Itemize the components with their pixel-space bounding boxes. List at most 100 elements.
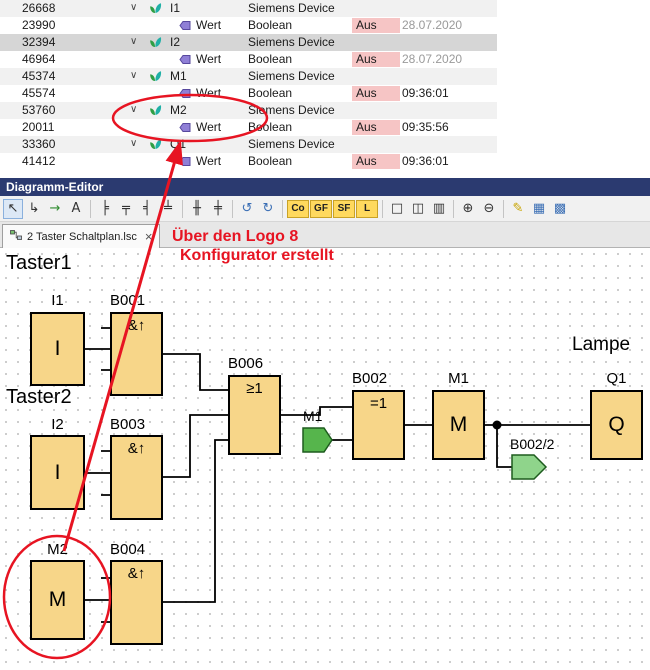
snap-grid-tool[interactable]: ▩ — [553, 201, 567, 216]
toolbar-separator — [503, 199, 504, 218]
device-icon — [149, 36, 162, 52]
grid-tool[interactable]: ▦ — [532, 201, 546, 216]
block-b003-symbol: &↑ — [127, 440, 146, 457]
basic-functions-catalog-button[interactable]: GF — [310, 199, 332, 218]
block-m1-symbol: M — [449, 413, 468, 436]
diagram-file-icon — [10, 229, 22, 244]
zoom-in-button[interactable]: ⊕ — [462, 201, 474, 216]
expand-chevron-icon[interactable]: ∨ — [130, 104, 138, 115]
block-label-b001: B001 — [110, 292, 146, 309]
block-label-b002: B002 — [352, 370, 388, 387]
block-b001[interactable]: &↑ — [110, 312, 163, 396]
window-split-3-button[interactable]: ▥ — [432, 201, 446, 216]
align-right-tool[interactable]: ╡ — [143, 201, 151, 216]
connector-ref-b002-arrow[interactable] — [511, 454, 548, 480]
block-label-m1: M1 — [448, 370, 469, 387]
distribute-horizontal-tool[interactable]: ╫ — [193, 201, 201, 216]
block-b002[interactable]: =1 — [352, 390, 405, 460]
tab-schaltplan[interactable]: 2 Taster Schaltplan.lsc × — [2, 224, 161, 248]
label-taster1: Taster1 — [6, 252, 72, 274]
row-id: 23990 — [22, 18, 56, 32]
constants-catalog-button[interactable]: Co — [287, 199, 309, 218]
connection-layer — [85, 327, 590, 623]
status-badge: Aus — [352, 120, 400, 135]
value-icon — [179, 20, 191, 35]
block-b001-symbol: &↑ — [127, 317, 146, 334]
row-name: M2 — [170, 103, 187, 117]
toolbar-separator — [182, 199, 183, 218]
zoom-out-button[interactable]: ⊖ — [483, 201, 495, 216]
connect-tool[interactable]: ↳ — [28, 201, 40, 216]
block-i2-symbol: I — [54, 460, 61, 484]
select-tool[interactable]: ↖ — [3, 198, 23, 219]
logic-catalog-button[interactable]: L — [356, 199, 378, 218]
window-split-2-button[interactable]: ◫ — [411, 201, 425, 216]
row-name: Wert — [196, 154, 222, 168]
block-b006-symbol: ≥1 — [246, 380, 263, 397]
block-m1[interactable]: M — [432, 390, 485, 460]
row-type: Boolean — [248, 18, 293, 32]
block-label-i1: I1 — [51, 292, 64, 309]
tab-close-icon[interactable]: × — [144, 229, 153, 244]
distribute-vertical-tool[interactable]: ╪ — [214, 201, 222, 216]
label-taster2: Taster2 — [6, 386, 72, 408]
value-icon — [179, 156, 191, 171]
redo-button[interactable]: ↻ — [262, 201, 274, 216]
diagram-canvas[interactable]: Taster1 Taster2 Lampe M1 B002/2 I1 B001 … — [0, 248, 650, 670]
value-icon — [179, 54, 191, 69]
block-i1-symbol: I — [54, 337, 61, 360]
block-label-i2: I2 — [51, 416, 64, 433]
value-icon — [179, 88, 191, 103]
block-q1[interactable]: Q — [590, 390, 643, 460]
connector-flag-m1[interactable] — [302, 427, 333, 453]
expand-chevron-icon[interactable]: ∨ — [130, 138, 138, 149]
pen-tool[interactable]: ✎ — [512, 201, 524, 216]
align-top-tool[interactable]: ╤ — [122, 201, 130, 216]
row-id: 45574 — [22, 86, 56, 100]
block-label-b004: B004 — [110, 541, 146, 558]
block-b003[interactable]: &↑ — [110, 435, 163, 520]
block-b004-symbol: &↑ — [127, 565, 146, 582]
block-i1[interactable]: I — [30, 312, 85, 386]
row-type: Boolean — [248, 120, 293, 134]
row-id: 33360 — [22, 137, 56, 151]
wire-b006-b002 — [281, 406, 352, 416]
text-tool[interactable]: A — [71, 201, 81, 216]
row-timestamp: 09:35:56 — [402, 120, 449, 134]
toolbar-separator — [282, 199, 283, 218]
block-label-b003: B003 — [110, 416, 146, 433]
window-single-button[interactable]: □ — [390, 201, 404, 216]
row-type: Siemens Device — [248, 69, 335, 83]
row-type: Siemens Device — [248, 35, 335, 49]
special-functions-catalog-button[interactable]: SF — [333, 199, 355, 218]
block-i2[interactable]: I — [30, 435, 85, 510]
connector-arrow-tool[interactable]: → — [49, 201, 61, 216]
block-b006[interactable]: ≥1 — [228, 375, 281, 455]
align-bottom-tool[interactable]: ╧ — [164, 201, 172, 216]
tab-label: 2 Taster Schaltplan.lsc — [27, 230, 137, 243]
row-type: Boolean — [248, 154, 293, 168]
wire-b004-b006 — [163, 439, 228, 603]
label-lampe: Lampe — [572, 334, 631, 355]
expand-chevron-icon[interactable]: ∨ — [130, 36, 138, 47]
block-m2[interactable]: M — [30, 560, 85, 640]
expand-chevron-icon[interactable]: ∨ — [130, 2, 138, 13]
expand-chevron-icon[interactable]: ∨ — [130, 70, 138, 81]
row-type: Siemens Device — [248, 1, 335, 15]
row-id: 53760 — [22, 103, 56, 117]
undo-button[interactable]: ↺ — [241, 201, 253, 216]
block-b004[interactable]: &↑ — [110, 560, 163, 645]
row-type: Boolean — [248, 86, 293, 100]
align-left-tool[interactable]: ╞ — [101, 201, 109, 216]
